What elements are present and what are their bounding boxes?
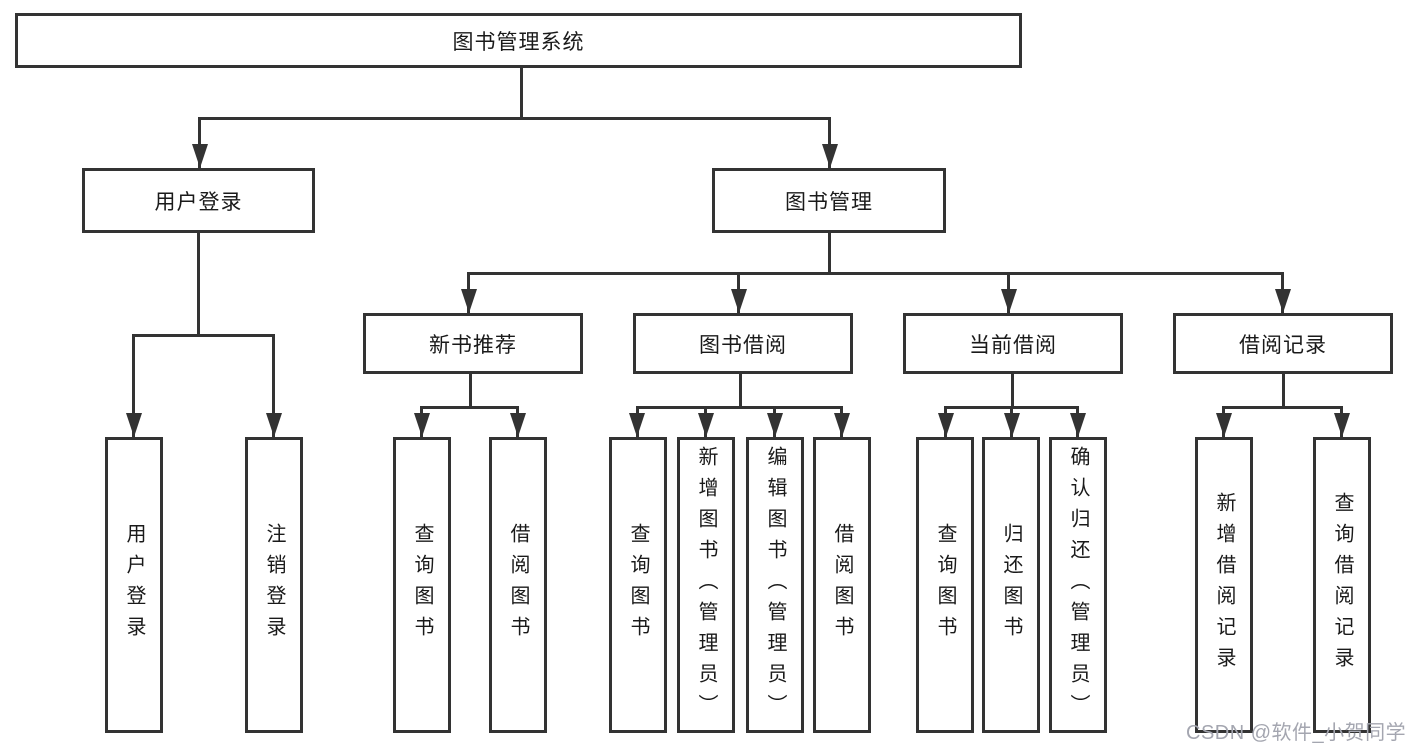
arrowhead-down-icon [1275,289,1291,313]
connector-line [420,406,519,409]
connector-line [739,374,742,409]
arrowhead-down-icon [1070,413,1086,437]
leaf-query-books-2: 查询图书 [609,437,667,733]
connector-line [132,334,135,437]
leaf-query-books-1-label: 查询图书 [411,523,433,647]
connector-line [132,334,275,337]
connector-line [636,406,843,409]
connector-line [272,334,275,437]
node-borrow-records: 借阅记录 [1173,313,1393,374]
node-root: 图书管理系统 [15,13,1022,68]
connector-line [828,233,831,275]
arrowhead-down-icon [834,413,850,437]
arrowhead-down-icon [731,289,747,313]
node-book-borrow: 图书借阅 [633,313,853,374]
arrowhead-down-icon [414,413,430,437]
leaf-borrow-books-2: 借阅图书 [813,437,871,733]
node-new-book-recommend-label: 新书推荐 [429,333,517,357]
node-root-label: 图书管理系统 [452,30,585,54]
node-current-borrow: 当前借阅 [903,313,1123,374]
arrowhead-down-icon [266,413,282,437]
node-book-management-label: 图书管理 [785,190,873,214]
arrowhead-down-icon [1001,289,1017,313]
arrowhead-down-icon [767,413,783,437]
connector-line [1222,406,1343,409]
leaf-borrow-books-1-label: 借阅图书 [507,523,529,647]
leaf-return-books: 归还图书 [982,437,1040,733]
node-new-book-recommend: 新书推荐 [363,313,583,374]
arrowhead-down-icon [938,413,954,437]
arrowhead-down-icon [629,413,645,437]
connector-line [469,374,472,409]
arrowhead-down-icon [461,289,477,313]
arrowhead-down-icon [1004,413,1020,437]
leaf-query-borrow-record-label: 查询借阅记录 [1331,492,1353,678]
leaf-add-books-admin: 新增图书（管理员） [677,437,735,733]
connector-line [467,272,1284,275]
leaf-confirm-return-admin-label: 确认归还（管理员） [1067,445,1089,725]
arrowhead-down-icon [698,413,714,437]
leaf-borrow-books-2-label: 借阅图书 [831,523,853,647]
leaf-query-books-3: 查询图书 [916,437,974,733]
connector-line [1282,374,1285,409]
arrowhead-down-icon [192,144,208,168]
node-user-login-label: 用户登录 [154,190,243,214]
node-book-management: 图书管理 [712,168,946,233]
leaf-edit-books-admin-label: 编辑图书（管理员） [764,445,786,725]
arrowhead-down-icon [1216,413,1232,437]
leaf-add-books-admin-label: 新增图书（管理员） [695,445,717,725]
leaf-user-login: 用户登录 [105,437,163,733]
node-borrow-records-label: 借阅记录 [1239,333,1327,357]
leaf-add-borrow-record-label: 新增借阅记录 [1213,492,1235,678]
connector-line [1011,374,1014,409]
arrowhead-down-icon [510,413,526,437]
connector-line [197,233,200,335]
leaf-query-books-3-label: 查询图书 [934,523,956,647]
leaf-borrow-books-1: 借阅图书 [489,437,547,733]
node-current-borrow-label: 当前借阅 [969,333,1057,357]
leaf-logout: 注销登录 [245,437,303,733]
leaf-user-login-label: 用户登录 [123,523,145,647]
node-user-login: 用户登录 [82,168,315,233]
connector-line [198,117,831,120]
leaf-query-books-1: 查询图书 [393,437,451,733]
arrowhead-down-icon [1334,413,1350,437]
leaf-query-books-2-label: 查询图书 [627,523,649,647]
leaf-add-borrow-record: 新增借阅记录 [1195,437,1253,733]
leaf-edit-books-admin: 编辑图书（管理员） [746,437,804,733]
arrowhead-down-icon [126,413,142,437]
arrowhead-down-icon [822,144,838,168]
connector-line [828,117,831,168]
csdn-watermark: CSDN @软件_小贺同学 [1186,722,1405,744]
node-book-borrow-label: 图书借阅 [699,333,787,357]
connector-line [520,68,523,120]
leaf-confirm-return-admin: 确认归还（管理员） [1049,437,1107,733]
leaf-logout-label: 注销登录 [263,523,285,647]
leaf-query-borrow-record: 查询借阅记录 [1313,437,1371,733]
connector-line [198,117,201,168]
leaf-return-books-label: 归还图书 [1000,523,1022,647]
